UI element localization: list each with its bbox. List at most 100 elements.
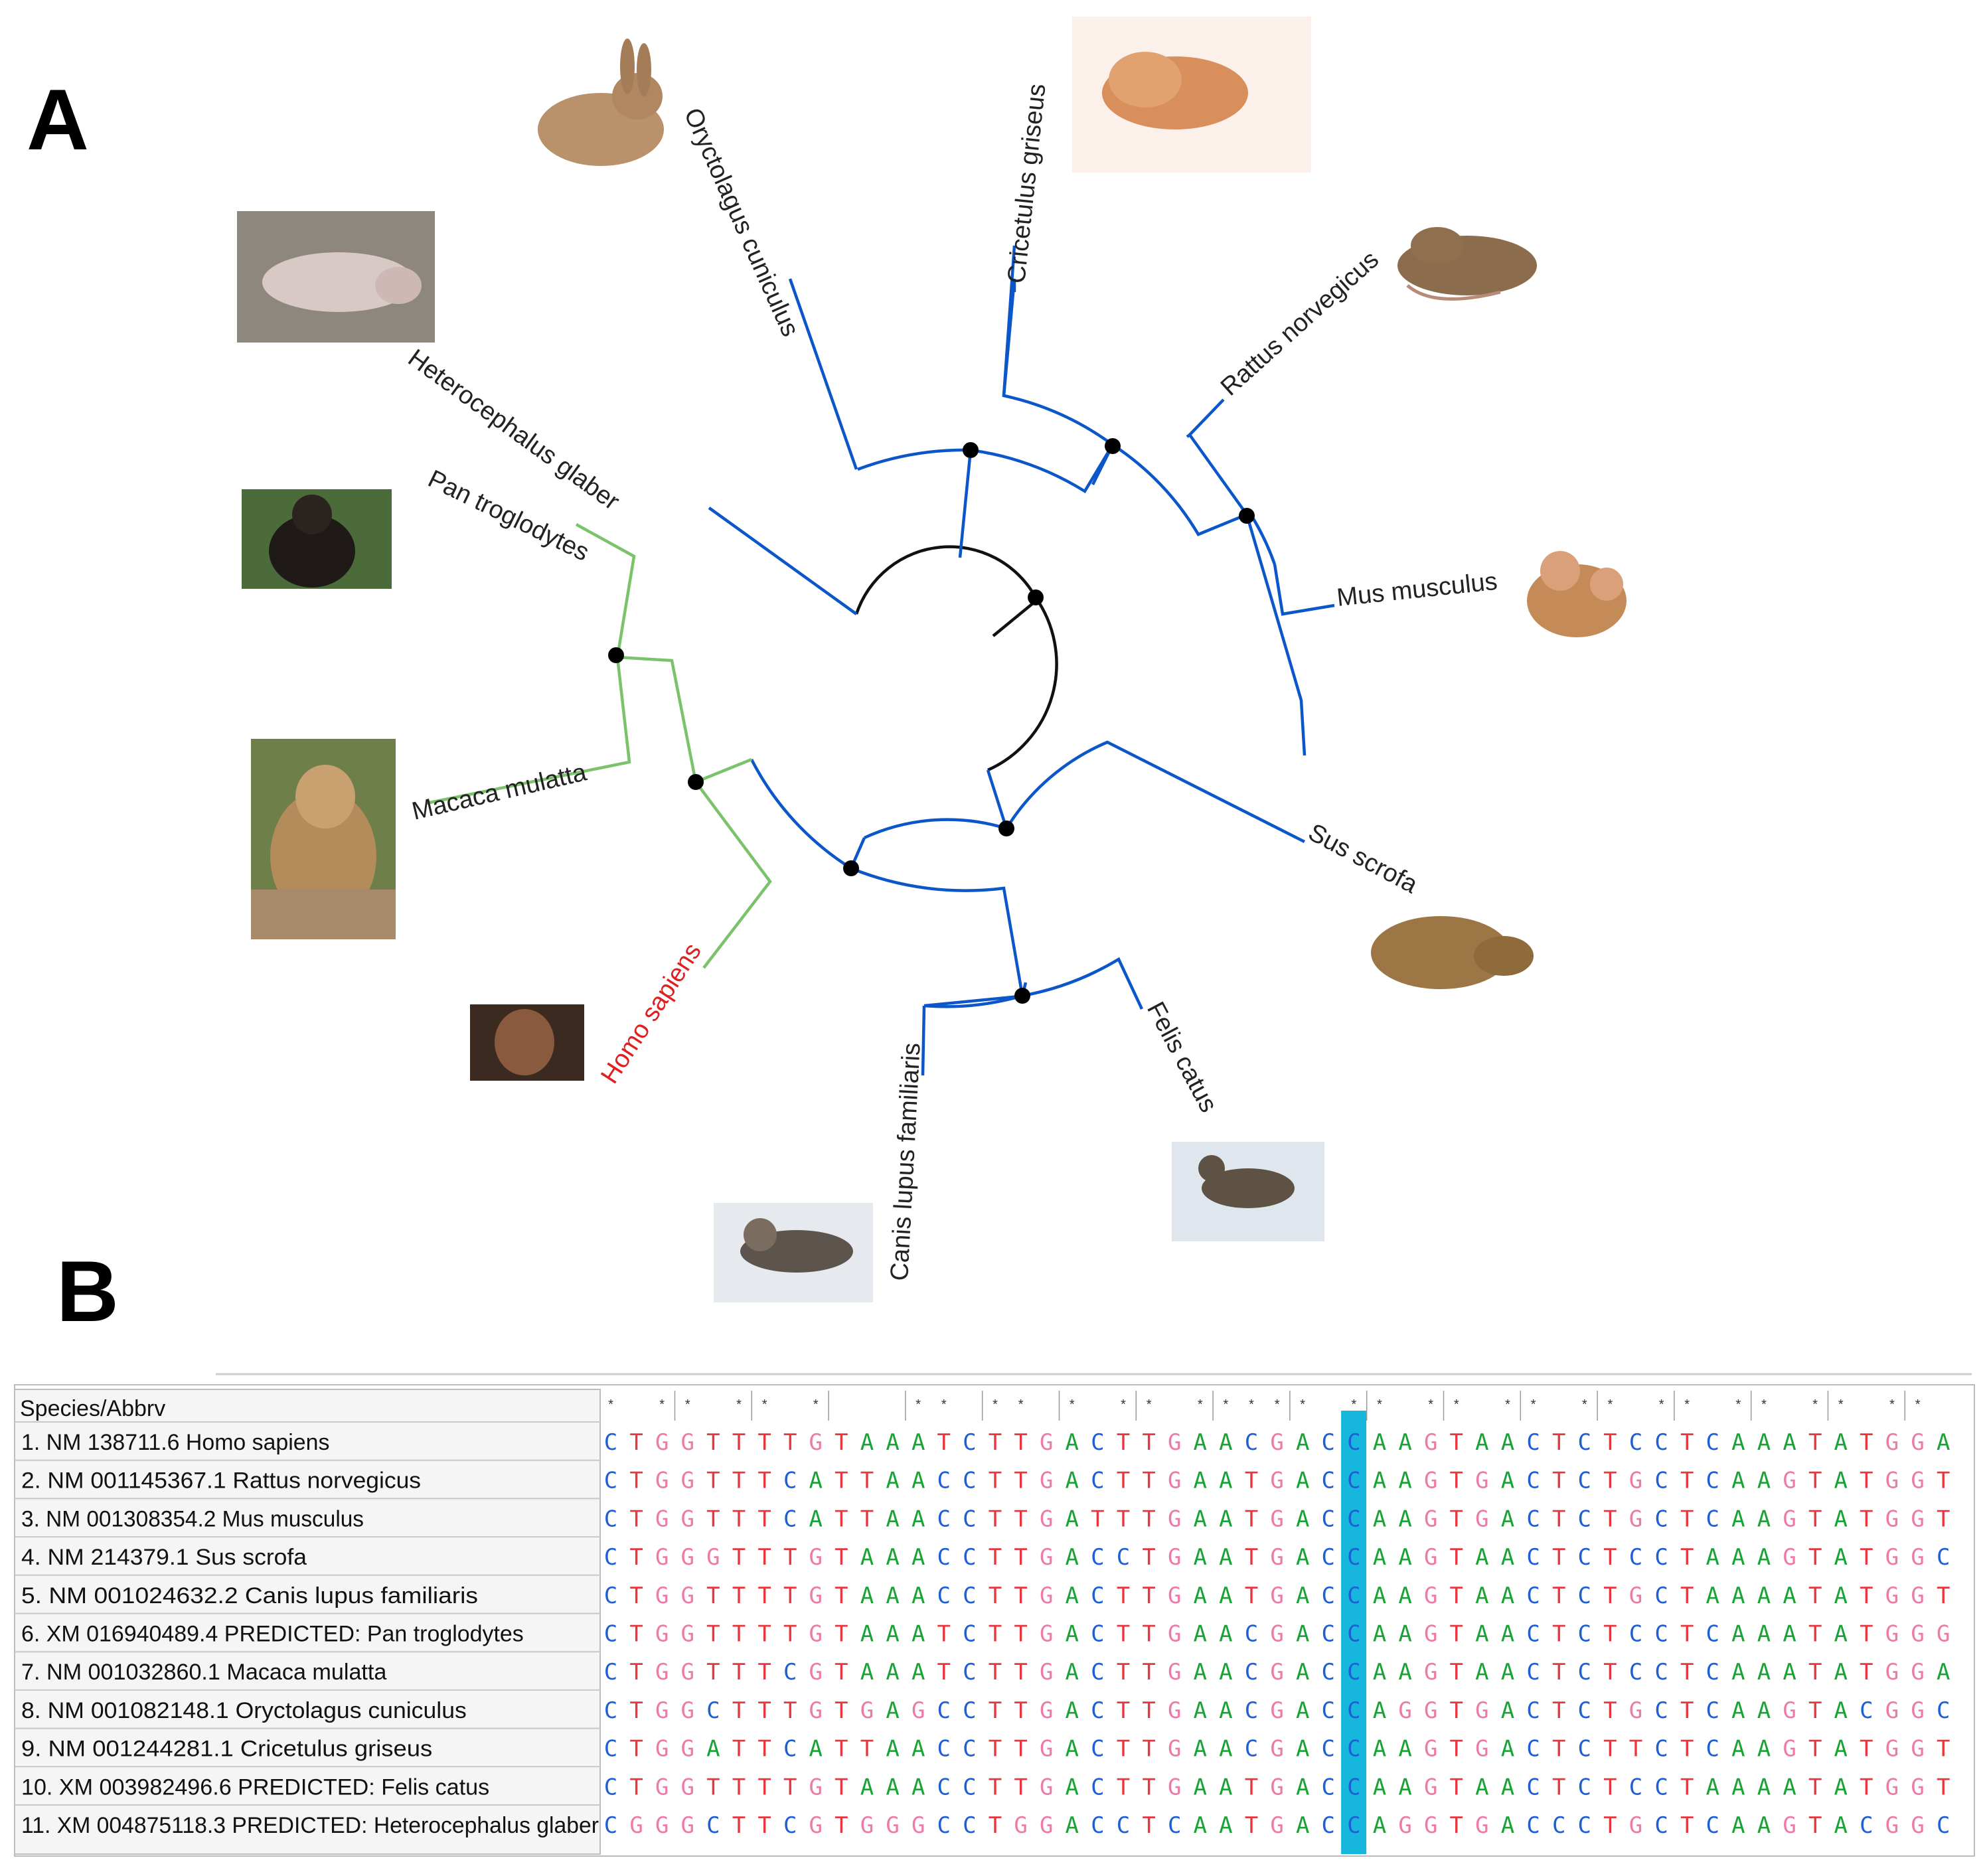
sequence-alignment: Species/Abbrv **************************…: [14, 1373, 1975, 1857]
base-C: C: [1578, 1774, 1591, 1800]
base-G: G: [1629, 1468, 1642, 1494]
base-T: T: [1450, 1583, 1463, 1609]
base-G: G: [1629, 1697, 1642, 1724]
base-A: A: [1783, 1621, 1796, 1648]
base-A: A: [1373, 1774, 1386, 1800]
base-T: T: [1142, 1468, 1155, 1494]
base-C: C: [1091, 1429, 1104, 1456]
base-A: A: [912, 1429, 925, 1456]
base-A: A: [912, 1583, 925, 1609]
species-row-label: 4. NM 214379.1 Sus scrofa: [21, 1545, 307, 1570]
base-G: G: [809, 1429, 823, 1456]
base-T: T: [732, 1812, 746, 1839]
base-A: A: [1066, 1544, 1079, 1571]
base-A: A: [1296, 1774, 1309, 1800]
base-T: T: [1937, 1506, 1950, 1532]
base-C: C: [1578, 1544, 1591, 1571]
highlight-column-band: [1341, 1411, 1367, 1854]
conservation-star: *: [992, 1397, 998, 1412]
base-G: G: [1168, 1544, 1181, 1571]
mouse-photo: [1527, 551, 1627, 637]
base-G: G: [860, 1812, 874, 1839]
base-T: T: [1603, 1736, 1617, 1762]
base-T: T: [1117, 1429, 1130, 1456]
base-G: G: [681, 1812, 694, 1839]
conservation-star: *: [1070, 1397, 1075, 1412]
base-T: T: [1937, 1468, 1950, 1494]
base-T: T: [1629, 1736, 1642, 1762]
base-A: A: [912, 1506, 925, 1532]
base-A: A: [1731, 1736, 1745, 1762]
base-G: G: [1398, 1697, 1411, 1724]
base-T: T: [1680, 1659, 1694, 1685]
conservation-star: *: [1147, 1397, 1152, 1412]
base-A: A: [809, 1506, 823, 1532]
base-T: T: [1014, 1659, 1027, 1685]
base-T: T: [1860, 1774, 1873, 1800]
base-A: A: [1501, 1583, 1514, 1609]
conservation-star: *: [685, 1397, 690, 1412]
base-T: T: [757, 1774, 771, 1800]
base-G: G: [1911, 1506, 1924, 1532]
base-G: G: [655, 1659, 669, 1685]
base-C: C: [1168, 1812, 1181, 1839]
base-T: T: [757, 1583, 771, 1609]
base-A: A: [1194, 1506, 1207, 1532]
species-row-label: 10. XM 003982496.6 PREDICTED: Felis catu…: [21, 1774, 489, 1800]
base-T: T: [1245, 1583, 1258, 1609]
base-A: A: [1731, 1468, 1745, 1494]
base-T: T: [834, 1621, 848, 1648]
base-A: A: [1834, 1506, 1848, 1532]
base-T: T: [757, 1697, 771, 1724]
base-G: G: [1168, 1774, 1181, 1800]
base-C: C: [1091, 1774, 1104, 1800]
base-T: T: [629, 1429, 643, 1456]
base-T: T: [1117, 1659, 1130, 1685]
base-A: A: [1398, 1468, 1411, 1494]
base-C: C: [937, 1697, 951, 1724]
base-T: T: [834, 1506, 848, 1532]
base-A: A: [1296, 1468, 1309, 1494]
base-T: T: [1808, 1583, 1822, 1609]
base-A: A: [912, 1544, 925, 1571]
base-C: C: [604, 1468, 617, 1494]
species-row-label: 5. NM 001024632.2 Canis lupus familiaris: [21, 1583, 478, 1608]
base-A: A: [886, 1736, 899, 1762]
base-A: A: [1783, 1774, 1796, 1800]
base-T: T: [1014, 1544, 1027, 1571]
base-T: T: [706, 1506, 720, 1532]
base-G: G: [1885, 1697, 1899, 1724]
base-C: C: [604, 1774, 617, 1800]
base-T: T: [1014, 1583, 1027, 1609]
species-row-label: 2. NM 001145367.1 Rattus norvegicus: [21, 1468, 421, 1494]
base-G: G: [809, 1697, 823, 1724]
base-A: A: [1219, 1429, 1232, 1456]
conservation-star: *: [1684, 1397, 1690, 1412]
base-A: A: [1066, 1583, 1079, 1609]
base-T: T: [834, 1583, 848, 1609]
base-G: G: [1475, 1736, 1488, 1762]
base-G: G: [1885, 1544, 1899, 1571]
base-A: A: [1834, 1697, 1848, 1724]
base-A: A: [1219, 1774, 1232, 1800]
base-G: G: [681, 1506, 694, 1532]
base-C: C: [783, 1812, 797, 1839]
base-G: G: [1168, 1697, 1181, 1724]
base-T: T: [1117, 1697, 1130, 1724]
base-A: A: [1783, 1583, 1796, 1609]
base-T: T: [1552, 1659, 1565, 1685]
base-T: T: [1808, 1736, 1822, 1762]
base-G: G: [681, 1429, 694, 1456]
base-G: G: [1783, 1697, 1796, 1724]
base-T: T: [1603, 1621, 1617, 1648]
base-G: G: [1424, 1812, 1437, 1839]
base-C: C: [604, 1621, 617, 1648]
base-G: G: [1885, 1468, 1899, 1494]
base-T: T: [1014, 1429, 1027, 1456]
base-T: T: [1860, 1621, 1873, 1648]
base-C: C: [783, 1506, 797, 1532]
base-C: C: [1937, 1697, 1950, 1724]
base-T: T: [1603, 1468, 1617, 1494]
base-C: C: [1629, 1544, 1642, 1571]
base-T: T: [1680, 1736, 1694, 1762]
